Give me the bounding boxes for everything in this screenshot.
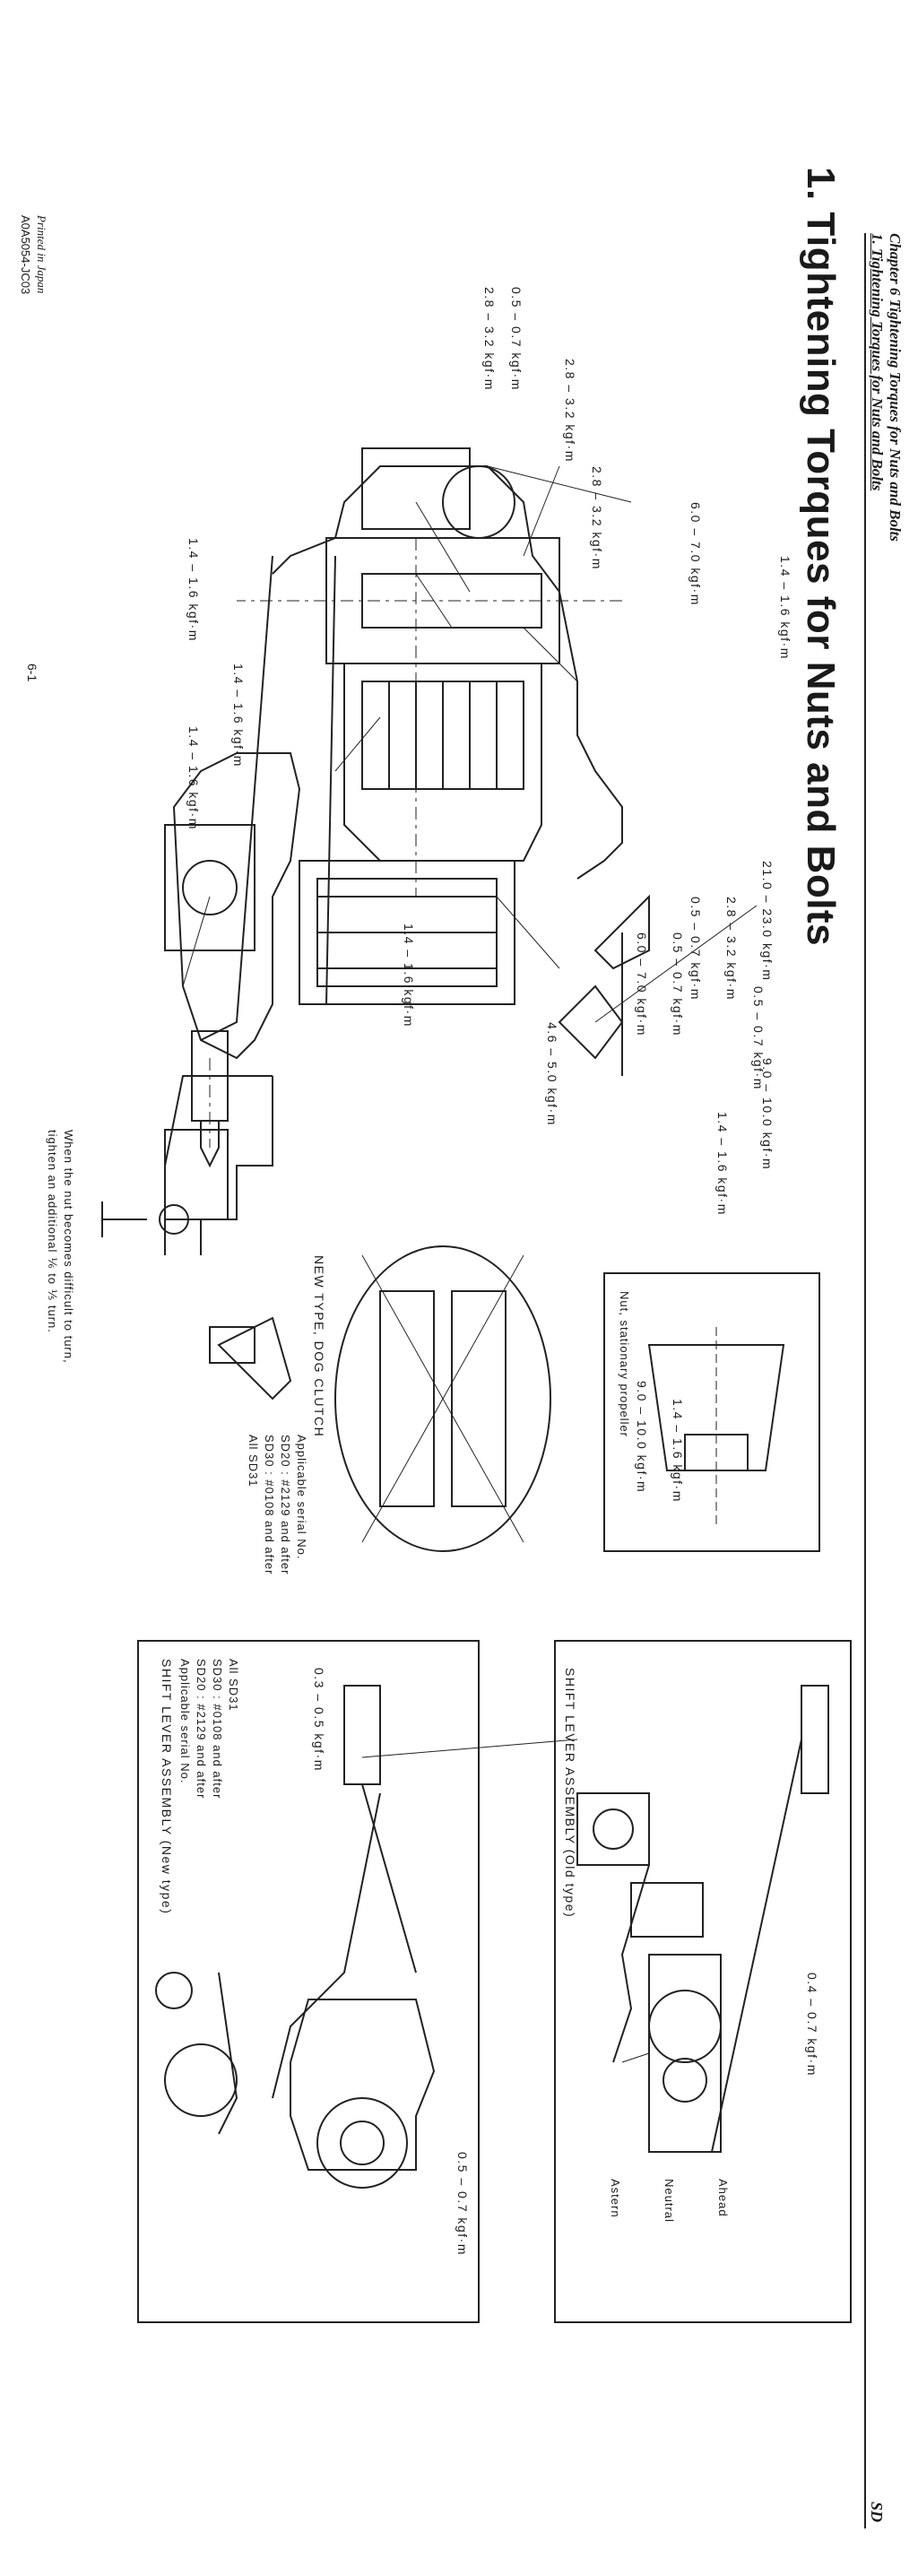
dog-clutch-serial: All SD31 [247,1435,260,1487]
page-number: 6-1 [25,664,39,682]
shift-new-serial: All SD31 [227,1659,240,1712]
dog-clutch-serial: SD30 : #0108 and after [263,1435,276,1575]
propeller-nut-caption: Nut, stationary propeller [618,1291,631,1438]
torque-label: 2.8 – 3.2 kgf·m [563,359,577,463]
torque-label: 6.0 – 7.0 kgf·m [688,502,703,606]
torque-label: 2.8 – 3.2 kgf·m [590,466,604,570]
document-code: A0A5054-JC03 [19,215,32,295]
torque-label: 9.0 – 10.0 kgf·m [635,1381,649,1494]
torque-label: 1.4 – 1.6 kgf·m [671,1399,685,1503]
torque-label: 0.5 – 0.7 kgf·m [509,287,524,391]
shift-new-serial: SD30 : #0108 and after [211,1659,224,1800]
neutral-label: Neutral [663,2179,676,2223]
torque-label: 0.5 – 0.7 kgf·m [671,932,685,1036]
ahead-label: Ahead [716,2179,730,2217]
torque-label: 21.0 – 23.0 kgf·m [760,861,775,982]
torque-label: 1.4 – 1.6 kgf·m [231,664,246,768]
dog-clutch-serial: SD20 : #2129 and after [279,1435,292,1575]
torque-label: 0.3 – 0.5 kgf·m [312,1668,326,1772]
nut-note-line: When the nut becomes difficult to turn, [62,1130,75,1364]
astern-label: Astern [609,2179,622,2218]
shift-old-title: SHIFT LEVER ASSEMBLY (Old type) [563,1668,577,1919]
torque-label: 1.4 – 1.6 kgf·m [715,1112,730,1216]
torque-label: 9.0 – 10.0 kgf·m [760,1058,775,1171]
torque-label: 2.8 – 3.2 kgf·m [482,287,497,391]
torque-label: 4.6 – 5.0 kgf·m [545,1022,559,1126]
printed-in: Printed in Japan [35,215,48,294]
torque-label: 6.0 – 7.0 kgf·m [635,932,649,1036]
nut-note-line: tighten an additional ⅙ to ⅕ turn. [46,1130,59,1333]
torque-label: 0.5 – 0.7 kgf·m [688,897,703,1001]
torque-label: 0.5 – 0.7 kgf·m [455,2152,470,2256]
torque-label: 1.4 – 1.6 kgf·m [778,556,792,660]
torque-label: 1.4 – 1.6 kgf·m [402,924,416,1028]
shift-new-serial: SD20 : #2129 and after [195,1659,208,1800]
dog-clutch-serial: Applicable serial No. [295,1435,308,1560]
torque-label: 1.4 – 1.6 kgf·m [186,538,201,642]
torque-label: 0.4 – 0.7 kgf·m [805,1973,819,2077]
shift-new-serial: Applicable serial No. [178,1659,192,1784]
torque-label: 2.8 – 3.2 kgf·m [724,897,739,1001]
torque-label: 1.4 – 1.6 kgf·m [186,726,201,830]
shift-new-title: SHIFT LEVER ASSEMBLY (New type) [160,1659,174,1915]
dog-clutch-title: NEW TYPE, DOG CLUTCH [312,1255,326,1438]
